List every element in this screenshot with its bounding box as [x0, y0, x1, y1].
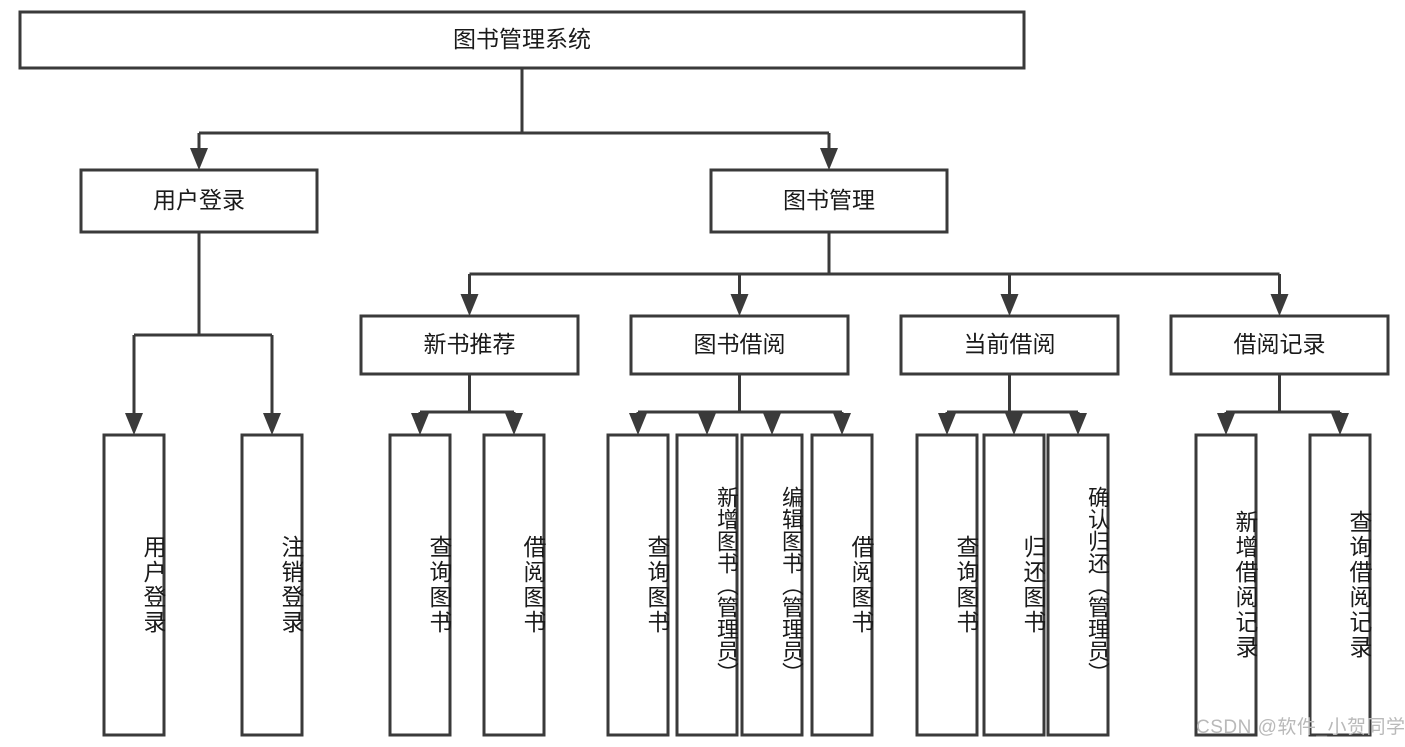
node-leaf-return-book[interactable] — [982, 433, 1046, 737]
node-label-new-book-rec: 新书推荐 — [424, 331, 516, 357]
arrow-head-icon — [1005, 413, 1023, 435]
node-leaf-user-logout[interactable] — [240, 433, 304, 737]
arrow-head-icon — [460, 294, 479, 316]
arrow-head-icon — [411, 413, 429, 435]
node-book-manage[interactable] — [709, 168, 949, 234]
node-leaf-user-login[interactable] — [102, 433, 166, 737]
arrow-head-icon — [1270, 294, 1289, 316]
arrow-head-icon — [505, 413, 523, 435]
node-leaf-borrow-book-rec[interactable] — [482, 433, 546, 737]
node-label-root: 图书管理系统 — [453, 26, 591, 52]
arrow-head-icon — [1069, 413, 1087, 435]
node-leaf-query-record[interactable] — [1308, 433, 1372, 737]
node-current-borrow[interactable] — [899, 314, 1120, 376]
node-leaf-edit-book[interactable] — [740, 433, 804, 737]
connectors-layer — [125, 68, 1349, 435]
node-label-book-borrow: 图书借阅 — [694, 331, 786, 357]
arrow-head-icon — [263, 413, 281, 435]
node-borrow-record[interactable] — [1169, 314, 1390, 376]
node-leaf-query-book-rec[interactable] — [388, 433, 452, 737]
node-label-book-manage: 图书管理 — [783, 187, 875, 213]
node-leaf-confirm-return[interactable] — [1046, 433, 1110, 737]
arrow-head-icon — [820, 148, 838, 170]
node-leaf-borrow-book[interactable] — [810, 433, 874, 737]
node-leaf-add-book[interactable] — [675, 433, 739, 737]
node-leaf-add-record[interactable] — [1194, 433, 1258, 737]
node-book-borrow[interactable] — [629, 314, 850, 376]
arrow-head-icon — [190, 148, 208, 170]
node-label-user-login: 用户登录 — [153, 187, 245, 213]
csdn-watermark: CSDN @软件_小贺同学 — [1196, 717, 1405, 738]
boxes-layer — [18, 10, 1390, 737]
node-leaf-query-book-cur[interactable] — [915, 433, 979, 737]
node-leaf-query-book-borrow[interactable] — [606, 433, 670, 737]
arrow-head-icon — [125, 413, 143, 435]
arrow-head-icon — [1000, 294, 1019, 316]
node-root-book-management-system[interactable] — [18, 10, 1026, 70]
arrow-head-icon — [763, 413, 781, 435]
arrow-head-icon — [1331, 413, 1349, 435]
arrow-head-icon — [730, 294, 749, 316]
node-label-borrow-record: 借阅记录 — [1234, 331, 1326, 357]
node-new-book-rec[interactable] — [359, 314, 580, 376]
arrow-head-icon — [698, 413, 716, 435]
arrow-head-icon — [629, 413, 647, 435]
arrow-head-icon — [833, 413, 851, 435]
node-label-current-borrow: 当前借阅 — [964, 331, 1056, 357]
arrow-head-icon — [1217, 413, 1235, 435]
arrow-head-icon — [938, 413, 956, 435]
node-user-login[interactable] — [79, 168, 319, 234]
